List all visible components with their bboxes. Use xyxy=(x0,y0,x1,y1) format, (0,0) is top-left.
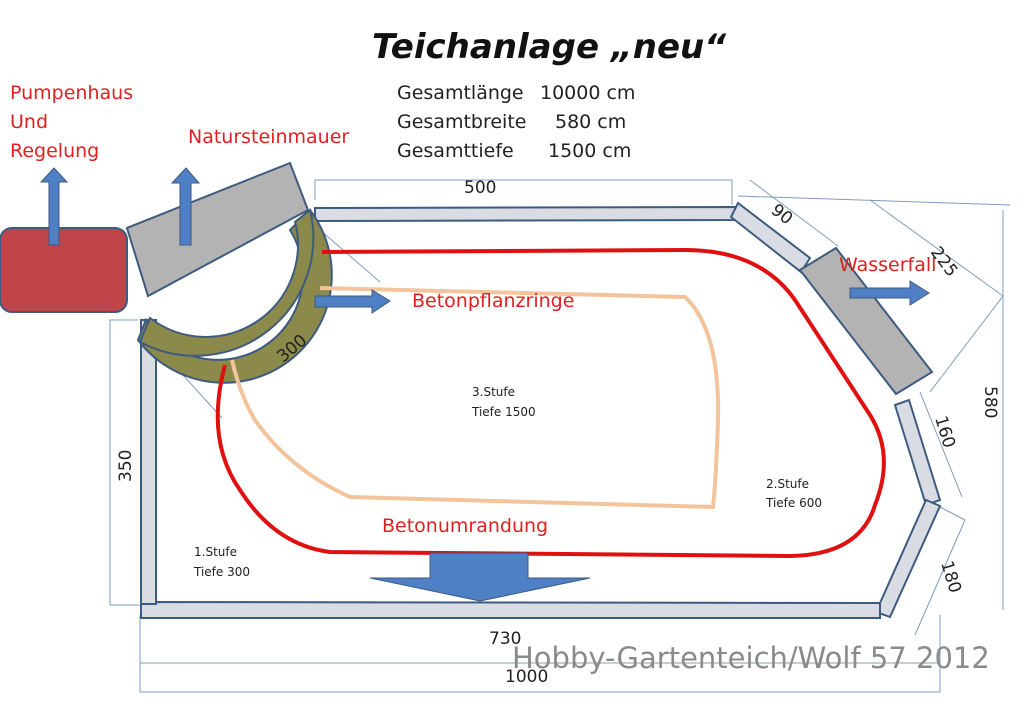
spec-width-value: 580 cm xyxy=(555,111,626,133)
pumpenhaus-arrow xyxy=(39,167,69,246)
wall-right-upper xyxy=(893,398,942,507)
dim-guide-left xyxy=(109,319,140,606)
pond-walls xyxy=(140,201,942,619)
pumpenhaus-label-2: Und xyxy=(10,111,48,133)
betonumrandung-outline xyxy=(215,247,886,559)
stage-2-name: 2.Stufe xyxy=(766,477,809,491)
dim-guide-right-top xyxy=(737,195,1011,206)
dim-right-lower-label: 180 xyxy=(936,559,965,596)
dim-guide-right-lower xyxy=(939,506,966,521)
betonumrandung-label: Betonumrandung xyxy=(382,515,548,537)
dim-guide-diag-top xyxy=(749,179,839,247)
stage-3-name: 3.Stufe xyxy=(472,385,515,399)
dim-left-label: 350 xyxy=(116,450,136,482)
pumpenhaus-label-1: Pumpenhaus xyxy=(10,82,133,104)
stage-1-name: 1.Stufe xyxy=(194,545,237,559)
stage-2-depth: Tiefe 600 xyxy=(765,496,822,510)
dim-guide-arc-1 xyxy=(319,229,381,283)
stage-1-depth: Tiefe 300 xyxy=(193,565,250,579)
spec-block: Gesamtlänge 10000 cm Gesamtbreite 580 cm… xyxy=(397,82,635,162)
spec-depth-label: Gesamttiefe xyxy=(397,140,514,162)
diagram-title: Teichanlage „neu“ xyxy=(372,27,727,67)
dim-guide-total xyxy=(139,615,941,693)
dim-guide-right-lower-2 xyxy=(914,519,966,636)
dim-guide-top xyxy=(314,179,733,205)
wall-left xyxy=(140,319,157,605)
dim-diag-top-label: 90 xyxy=(767,200,796,229)
dimension-guides xyxy=(109,179,1011,693)
betonpflanzringe-label: Betonpflanzringe xyxy=(412,290,574,312)
pumpenhaus-block xyxy=(0,227,128,313)
dim-total-label: 1000 xyxy=(505,667,548,687)
pflanzring-outline xyxy=(230,286,721,510)
wasserfall-label: Wasserfall xyxy=(839,254,936,276)
betonpflanzringe-arrow xyxy=(314,289,391,314)
dim-right-upper-label: 160 xyxy=(930,414,959,451)
dim-bottom-label: 730 xyxy=(489,629,521,649)
watermark-text: Hobby-Gartenteich/Wolf 57 2012 xyxy=(512,641,990,675)
dim-guide-wasserfall xyxy=(869,199,1004,297)
natursteinmauer-arrow xyxy=(170,167,201,246)
arrows xyxy=(39,167,930,602)
dim-right-label: 580 xyxy=(980,386,1000,418)
spec-length-value: 10000 cm xyxy=(540,82,635,104)
outflow-arrow xyxy=(369,552,591,602)
wall-bottom xyxy=(140,600,881,619)
spec-length-label: Gesamtlänge xyxy=(397,82,524,104)
natursteinmauer-block xyxy=(125,161,310,298)
spec-width-label: Gesamtbreite xyxy=(397,111,526,133)
natursteinmauer-label: Natursteinmauer xyxy=(188,126,349,148)
dim-top-label: 500 xyxy=(464,178,496,198)
dim-guide-right-upper xyxy=(919,391,963,498)
dim-guide-wasserfall-2 xyxy=(929,295,1004,393)
pflanzring-arc-outer xyxy=(138,208,315,357)
wasserfall-block xyxy=(798,246,934,396)
spec-depth-value: 1500 cm xyxy=(548,140,631,162)
stage-3-depth: Tiefe 1500 xyxy=(471,405,536,419)
wall-top xyxy=(314,205,736,223)
wall-right-lower xyxy=(874,498,942,619)
pumpenhaus-label-3: Regelung xyxy=(10,140,99,162)
wasserfall-arrow xyxy=(849,280,930,306)
